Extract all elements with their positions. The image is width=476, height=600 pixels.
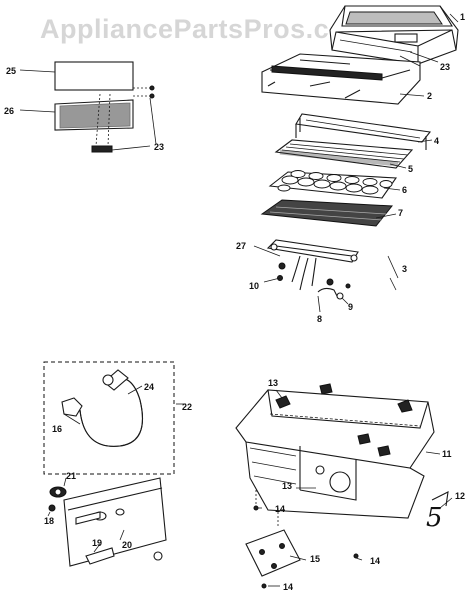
label-part-4: 4 bbox=[434, 136, 439, 146]
leader-lines bbox=[19, 13, 459, 587]
label-part-5: 5 bbox=[408, 164, 413, 174]
label-part-18: 18 bbox=[44, 516, 54, 526]
lid-part bbox=[329, 5, 459, 65]
control-panel-part bbox=[48, 477, 167, 567]
label-part-19: 19 bbox=[92, 538, 102, 548]
side-shelves-part bbox=[54, 61, 155, 153]
label-part-13b: 13 bbox=[282, 481, 292, 491]
warming-rack-part bbox=[295, 113, 432, 150]
label-part-14b: 14 bbox=[370, 556, 380, 566]
label-part-22: 22 bbox=[182, 402, 192, 412]
label-part-14a: 14 bbox=[275, 504, 285, 514]
label-part-25: 25 bbox=[6, 66, 16, 76]
label-part-13a: 13 bbox=[268, 378, 278, 388]
label-part-16: 16 bbox=[52, 424, 62, 434]
label-part-12: 12 bbox=[455, 491, 465, 501]
label-part-1: 1 bbox=[460, 12, 465, 22]
label-part-7: 7 bbox=[398, 208, 403, 218]
label-part-2: 2 bbox=[427, 91, 432, 101]
firebox-part bbox=[235, 383, 435, 519]
burner-assembly-part bbox=[266, 239, 359, 300]
handwritten-arrow bbox=[431, 491, 449, 507]
label-part-15: 15 bbox=[310, 554, 320, 564]
part-labels: 1 2 3 4 5 6 7 8 9 10 11 12 13 13 14 14 1… bbox=[4, 12, 465, 592]
label-part-24: 24 bbox=[144, 382, 154, 392]
lid-frame-part bbox=[261, 53, 421, 105]
label-part-14c: 14 bbox=[283, 582, 293, 592]
label-part-20: 20 bbox=[122, 540, 132, 550]
heat-shield-part bbox=[245, 490, 359, 589]
handwritten-mark: 5 bbox=[426, 503, 443, 533]
label-part-26: 26 bbox=[4, 106, 14, 116]
label-part-6: 6 bbox=[402, 185, 407, 195]
watermark: AppliancePartsPros.com bbox=[40, 14, 371, 44]
briquettes-part bbox=[268, 170, 398, 199]
label-part-8: 8 bbox=[317, 314, 322, 324]
rock-grate-part bbox=[260, 199, 393, 227]
label-part-23b: 23 bbox=[154, 142, 164, 152]
label-part-9: 9 bbox=[348, 302, 353, 312]
label-part-11: 11 bbox=[442, 449, 452, 459]
label-part-3: 3 bbox=[402, 264, 407, 274]
hose-regulator-part bbox=[43, 361, 175, 475]
label-part-21: 21 bbox=[66, 471, 76, 481]
label-part-10: 10 bbox=[249, 281, 259, 291]
cooking-grate-part bbox=[274, 139, 414, 169]
label-part-27: 27 bbox=[236, 241, 246, 251]
label-part-23a: 23 bbox=[440, 62, 450, 72]
